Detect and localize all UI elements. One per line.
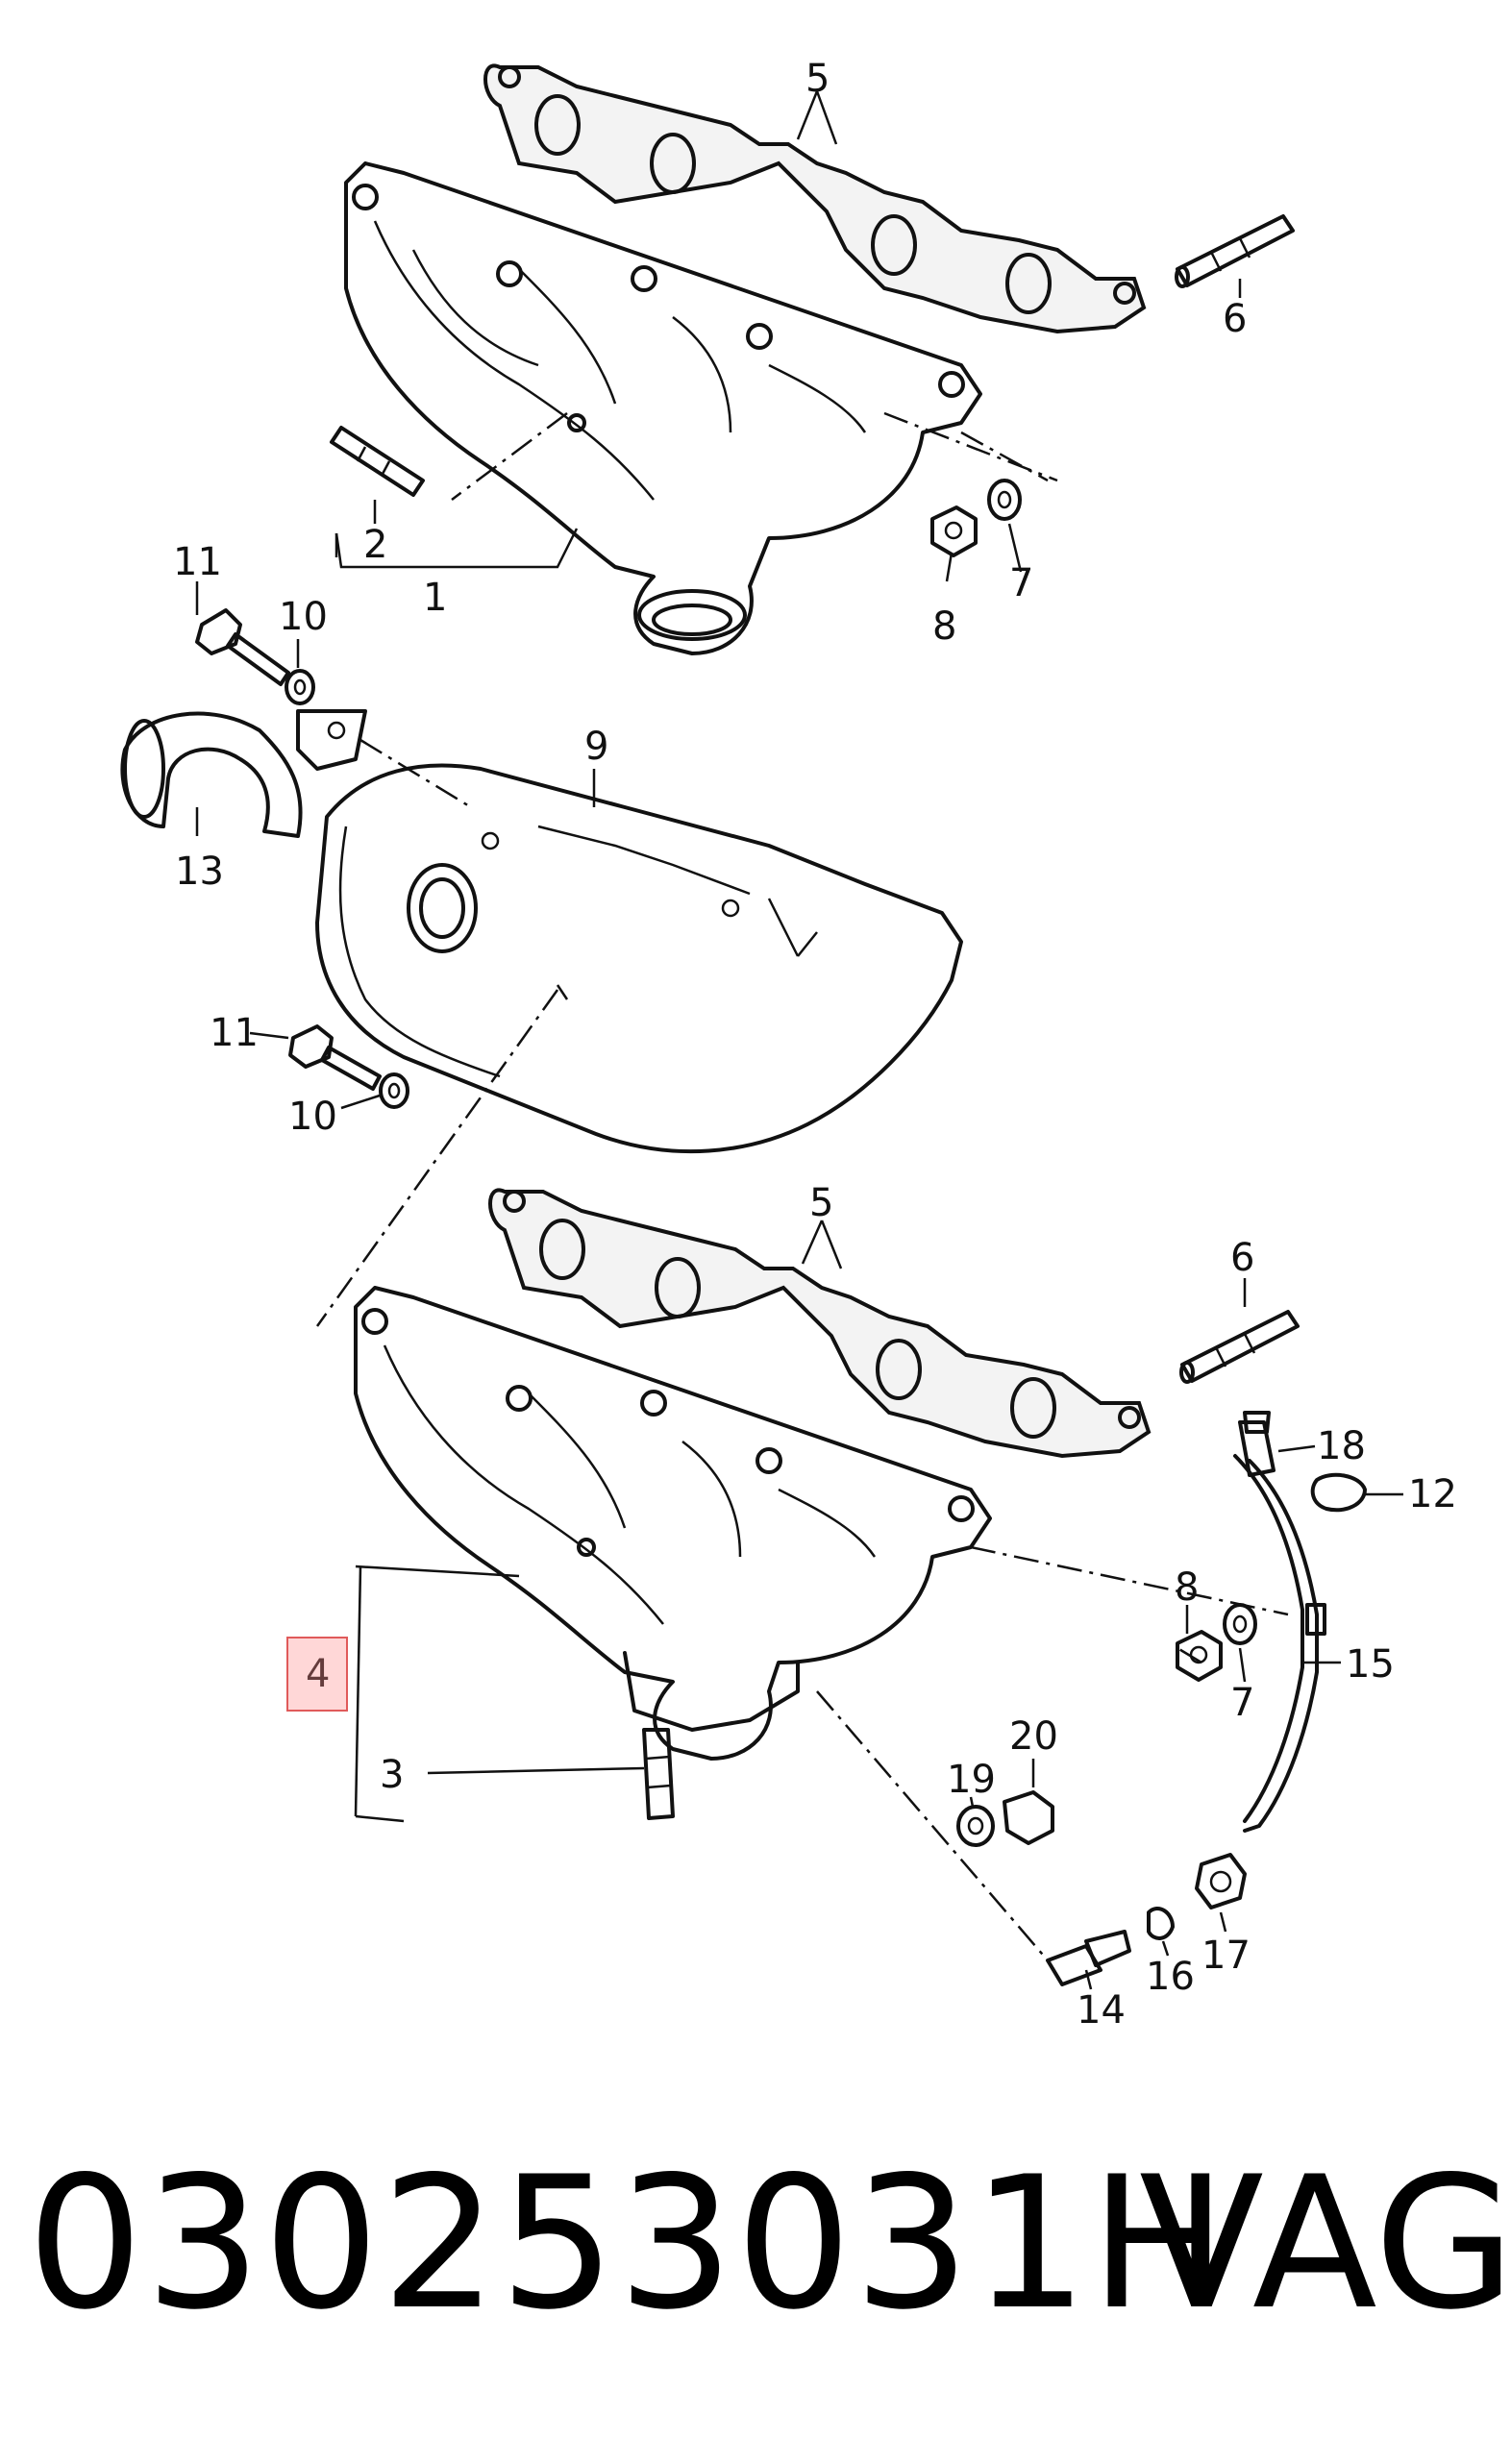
upper-gasket: [483, 63, 1147, 334]
label-13: 13: [175, 850, 224, 894]
brand-name: VAG: [1139, 2137, 1511, 2350]
label-14: 14: [1077, 1988, 1126, 2033]
highlight-box-part-4: [286, 1637, 348, 1712]
label-16: 16: [1146, 1955, 1195, 1999]
label-9: 9: [584, 725, 608, 769]
label-8-lower: 8: [1175, 1565, 1199, 1610]
label-4: 4: [306, 1652, 330, 1696]
upper-stud-2: [330, 426, 425, 497]
label-1: 1: [423, 576, 447, 620]
label-11-lower: 11: [210, 1011, 259, 1055]
label-3: 3: [380, 1753, 404, 1797]
label-2: 2: [363, 523, 387, 567]
upper-exhaust-manifold: [344, 161, 982, 655]
heat-shield: [315, 763, 963, 1154]
connecting-pipe: [120, 709, 367, 838]
label-15: 15: [1346, 1642, 1395, 1687]
label-6-lower: 6: [1230, 1236, 1254, 1280]
oil-return-pipe: [1233, 1411, 1367, 1833]
part-number: 030253031H: [27, 2137, 1229, 2350]
label-11-upper: 11: [173, 540, 222, 584]
label-18: 18: [1317, 1424, 1366, 1468]
label-5-upper: 5: [805, 57, 830, 101]
label-5-lower: 5: [809, 1181, 833, 1225]
label-12: 12: [1408, 1472, 1457, 1516]
bolt-washer-bottom: [288, 1024, 409, 1109]
label-6-upper: 6: [1223, 297, 1247, 341]
label-10-upper: 10: [279, 595, 328, 639]
label-7-upper: 7: [1009, 561, 1033, 605]
label-19: 19: [947, 1758, 996, 1802]
label-20: 20: [1009, 1714, 1058, 1759]
lower-gasket: [488, 1188, 1152, 1459]
lower-stud: [1179, 1310, 1300, 1384]
label-8-upper: 8: [932, 604, 956, 649]
label-10-lower: 10: [288, 1095, 337, 1139]
lower-stud-3: [642, 1728, 675, 1820]
upper-stud: [1175, 214, 1295, 288]
label-17: 17: [1201, 1934, 1251, 1978]
label-7-lower: 7: [1230, 1681, 1254, 1725]
fitting-parts: [956, 1790, 1247, 1986]
bolt-washer-top: [195, 608, 315, 705]
upper-nut-washer: [930, 479, 1022, 557]
